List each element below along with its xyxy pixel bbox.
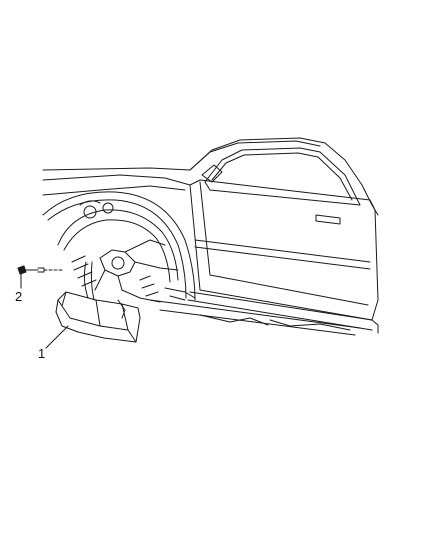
callout-1: 1 bbox=[38, 346, 46, 361]
vehicle-body-outline bbox=[42, 137, 379, 336]
wheel-well bbox=[57, 200, 196, 303]
splash-shield bbox=[55, 261, 141, 343]
push-pin-fastener bbox=[17, 265, 45, 275]
leader-line-1 bbox=[45, 325, 69, 349]
callout-2: 2 bbox=[15, 289, 23, 304]
